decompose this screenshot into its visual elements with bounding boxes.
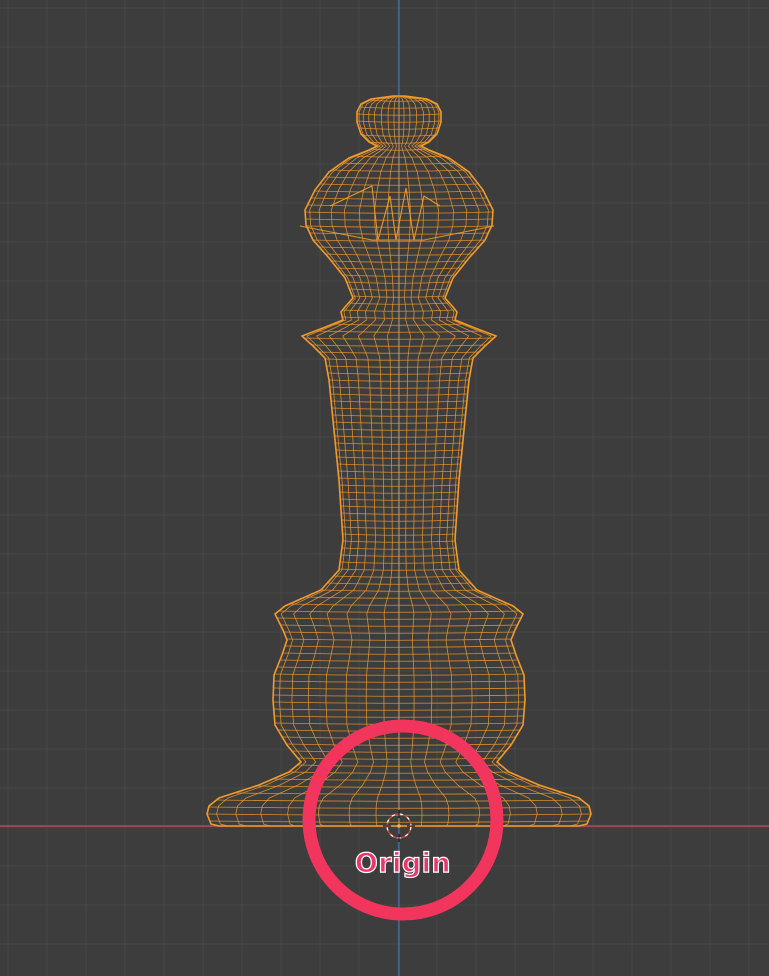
crosshair-origin-icon[interactable] (383, 810, 415, 842)
chess-bishop-wireframe[interactable] (206, 95, 592, 827)
annotation-circle (302, 719, 504, 921)
origin-label: Origin (354, 847, 452, 879)
